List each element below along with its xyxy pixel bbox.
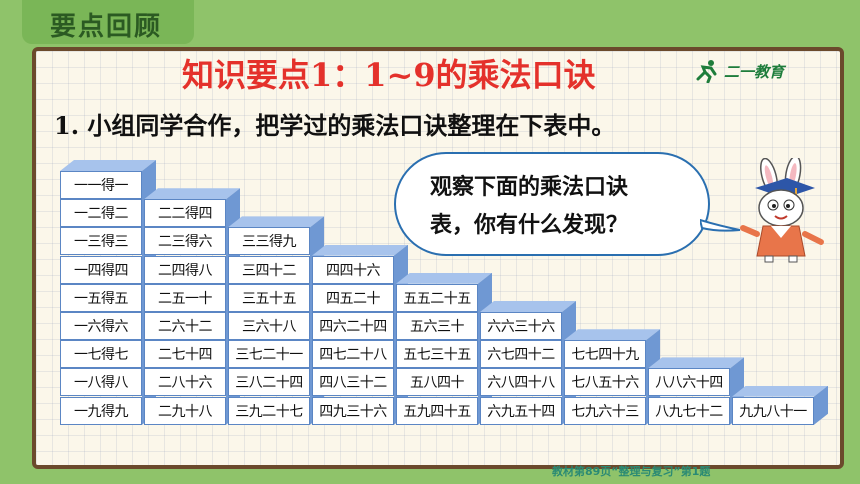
cube-side-face [814,386,828,425]
table-cell: 七八五十六 [564,368,646,397]
speech-bubble: 观察下面的乘法口诀 表，你有什么发现？ [394,152,710,256]
table-cell: 四六二十四 [312,312,394,340]
runner-icon [696,60,717,83]
table-cell: 二二得四 [144,199,226,228]
footer-note: 教材第89页“整理与复习”第1题 [552,465,711,478]
table-cell: 五八四十 [396,368,478,397]
table-cell: 五六三十 [396,312,478,340]
table-cell: 三五十五 [228,283,310,312]
table-cell: 二六十二 [144,312,226,340]
table-cell: 二八十六 [144,368,226,397]
table-cell: 一二得二 [60,199,142,228]
table-cell: 四九三十六 [312,396,394,425]
bubble-tail [700,218,740,232]
table-cell: 三九二十七 [228,396,310,425]
table-cell: 六七四十二 [480,340,562,369]
rabbit-teacher-icon [740,158,824,263]
table-cell: 二四得八 [144,255,226,284]
cube-top-face [144,188,240,199]
table-cell: 一五得五 [60,283,142,312]
cube-top-face [732,386,828,397]
table-cell: 四八三十二 [312,368,394,397]
table-cell: 二五一十 [144,283,226,312]
table-cell: 三六十八 [228,312,310,340]
table-cell: 一三得三 [60,227,142,256]
table-cell: 二三得六 [144,227,226,256]
header-tab [22,0,194,44]
section-title: 要点回顾 [50,12,163,42]
table-cell: 五九四十五 [396,396,478,425]
brand-logo: 二一教育 [694,58,816,84]
table-cell: 五七三十五 [396,340,478,369]
table-cell: 三四十二 [228,255,310,284]
table-cell: 一一得一 [60,171,142,199]
bubble-line-1: 观察下面的乘法口诀 [430,174,629,200]
table-cell: 六八四十八 [480,368,562,397]
brand-name: 二一教育 [724,62,785,81]
table-cell: 九九八十一 [732,396,814,425]
table-cell: 二九十八 [144,396,226,425]
table-cell: 五五二十五 [396,283,478,312]
table-cell: 四五二十 [312,283,394,312]
cube-top-face [312,245,408,256]
table-cell: 六六三十六 [480,312,562,340]
table-cell: 一四得四 [60,255,142,284]
knowledge-point-title: 知识要点1：1~9的乘法口诀 [182,56,596,94]
table-cell: 七七四十九 [564,340,646,369]
cube-top-face [480,301,576,312]
table-cell: 一六得六 [60,312,142,340]
cube-top-face [648,357,744,368]
table-cell: 一八得八 [60,368,142,397]
table-cell: 七九六十三 [564,396,646,425]
table-cell: 八九七十二 [648,396,730,425]
table-cell: 一九得九 [60,396,142,425]
table-cell: 三八二十四 [228,368,310,397]
table-cell: 二七十四 [144,340,226,369]
cube-top-face [564,329,660,340]
table-cell: 一七得七 [60,340,142,369]
table-cell: 六九五十四 [480,396,562,425]
bubble-line-2: 表，你有什么发现？ [430,212,629,238]
cube-top-face [60,160,156,171]
table-cell: 四四十六 [312,255,394,284]
cube-top-face [228,216,324,227]
cube-top-face [396,273,492,284]
table-cell: 八八六十四 [648,368,730,397]
table-cell: 四七二十八 [312,340,394,369]
task-instruction: 1. 小组同学合作，把学过的乘法口诀整理在下表中。 [54,111,616,140]
table-cell: 三七二十一 [228,340,310,369]
table-cell: 三三得九 [228,227,310,256]
